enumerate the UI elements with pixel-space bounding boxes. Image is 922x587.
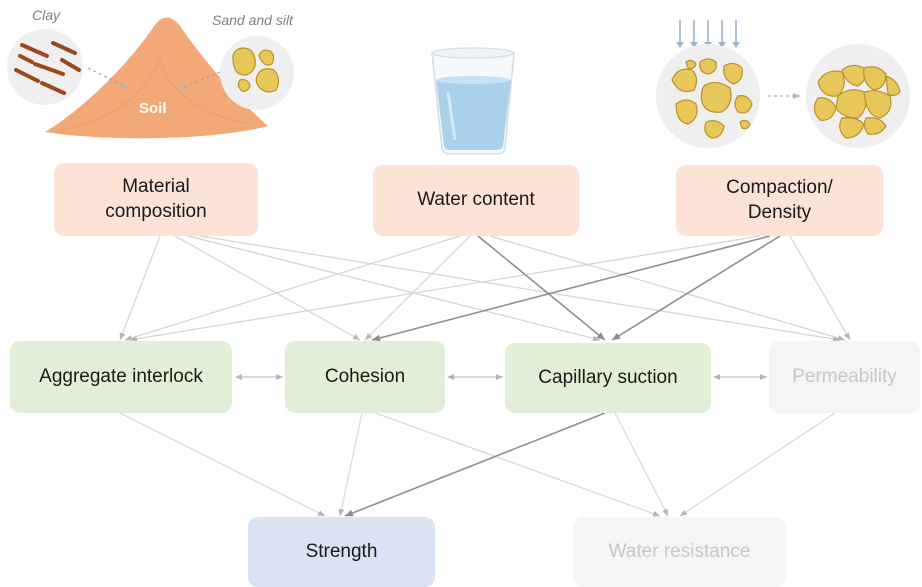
strength-box: Strength xyxy=(248,517,435,587)
water-glass-illustration xyxy=(431,47,515,155)
permeability-box: Permeability xyxy=(769,341,920,413)
edge-water-cohesion xyxy=(364,235,471,341)
clay-illustration xyxy=(7,29,83,105)
cohesion-label: Cohesion xyxy=(324,365,406,387)
water-content-box: Water content xyxy=(373,165,579,236)
edge-water-capillary xyxy=(477,235,606,341)
water-resistance-label: Water resistance xyxy=(608,540,751,562)
edge-water-permeability xyxy=(489,235,846,341)
edge-compaction-permeability xyxy=(789,235,851,341)
edge-material-cohesion xyxy=(174,235,361,341)
soil-label: Soil xyxy=(139,100,167,117)
compaction-arrows xyxy=(679,20,737,44)
cohesion-box: Cohesion xyxy=(285,341,445,413)
edge-capillary-waterres xyxy=(614,412,669,517)
material-composition-box: Material composition xyxy=(54,163,258,236)
edge-material-permeability xyxy=(199,235,841,342)
compaction-density-box: Compaction/ Density xyxy=(676,165,883,236)
strength-label: Strength xyxy=(305,540,378,562)
compaction-arrowheads xyxy=(676,42,740,48)
sand-silt-label: Sand and silt xyxy=(212,12,293,28)
soil-pile-illustration xyxy=(45,17,268,139)
density-label: Density xyxy=(747,201,812,223)
permeability-label: Permeability xyxy=(792,365,897,387)
edge-compaction-capillary xyxy=(611,235,781,341)
sand-illustration xyxy=(220,36,294,110)
capillary-suction-box: Capillary suction xyxy=(505,343,711,413)
edge-aggregate-strength xyxy=(119,412,326,517)
aggregate-interlock-box: Aggregate interlock xyxy=(10,341,232,413)
aggregate-interlock-label: Aggregate interlock xyxy=(39,365,203,387)
water-content-label: Water content xyxy=(417,189,535,211)
clay-label: Clay xyxy=(32,7,61,23)
edge-water-aggregate xyxy=(124,235,461,341)
capillary-suction-label: Capillary suction xyxy=(538,366,678,388)
edge-cohesion-waterres xyxy=(374,412,661,517)
compaction-label: Compaction/ xyxy=(726,176,833,198)
edge-cohesion-strength xyxy=(338,412,363,517)
dense-soil-illustration xyxy=(806,44,910,148)
edge-capillary-strength xyxy=(344,412,606,517)
loose-soil-illustration xyxy=(656,44,760,148)
edge-compaction-cohesion xyxy=(371,235,771,342)
water-resistance-box: Water resistance xyxy=(573,517,786,587)
edge-material-aggregate xyxy=(119,235,161,341)
edge-permeability-waterres xyxy=(679,412,836,517)
edge-compaction-aggregate xyxy=(129,235,761,342)
edge-material-capillary xyxy=(187,235,601,342)
material-composition-label: Material composition xyxy=(105,175,207,222)
